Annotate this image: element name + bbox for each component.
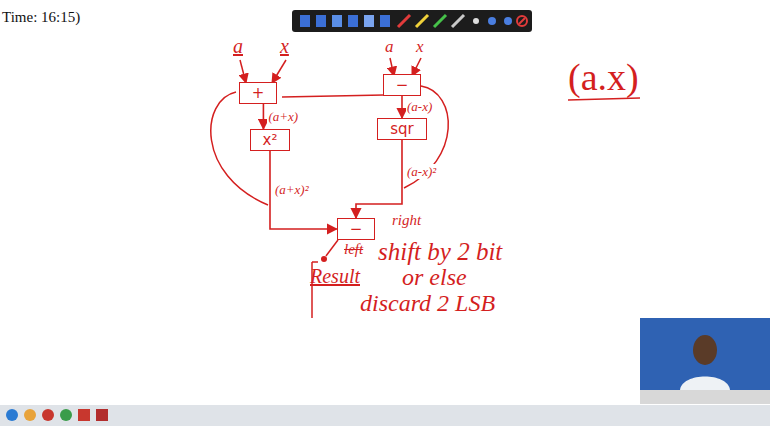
- subtractor-box: −: [383, 74, 422, 96]
- signal-wire: [263, 104, 265, 129]
- box-text: −: [350, 220, 363, 238]
- input-name: x: [280, 36, 289, 57]
- signal-wire: [356, 140, 402, 218]
- square-box: x²: [250, 129, 291, 151]
- box-text: sqr: [390, 120, 414, 138]
- direction-note: right: [392, 213, 421, 229]
- box-text: −: [396, 76, 409, 94]
- input-name: a: [233, 36, 243, 57]
- formula: (a.x): [568, 58, 639, 98]
- signal-wire: [401, 96, 403, 118]
- square-box: sqr: [377, 118, 427, 140]
- note: shift by 2 bit: [378, 239, 502, 265]
- subtractor-box: −: [337, 218, 376, 240]
- taskbar: [0, 405, 770, 426]
- input-name: a: [385, 38, 394, 56]
- box-text: x²: [263, 131, 278, 149]
- adder-box: +: [239, 82, 278, 104]
- pen-toolbar: [292, 10, 532, 32]
- edge-label: (a-x): [406, 99, 433, 114]
- result-dot: [321, 256, 327, 262]
- presenter-video: [640, 318, 770, 404]
- signal-wire: [270, 151, 337, 229]
- edge-label: (a+x): [267, 109, 299, 124]
- edge-label: (a+x)²: [274, 182, 310, 197]
- output-name: Result: [310, 266, 360, 287]
- direction-note: left: [344, 242, 363, 258]
- underline: [568, 98, 640, 100]
- input-name: x: [416, 38, 424, 56]
- note: discard 2 LSB: [360, 291, 495, 316]
- box-text: +: [252, 84, 265, 102]
- timestamp: Time: 16:15): [2, 10, 80, 26]
- note: or else: [402, 265, 467, 290]
- edge-label: (a-x)²: [406, 164, 437, 179]
